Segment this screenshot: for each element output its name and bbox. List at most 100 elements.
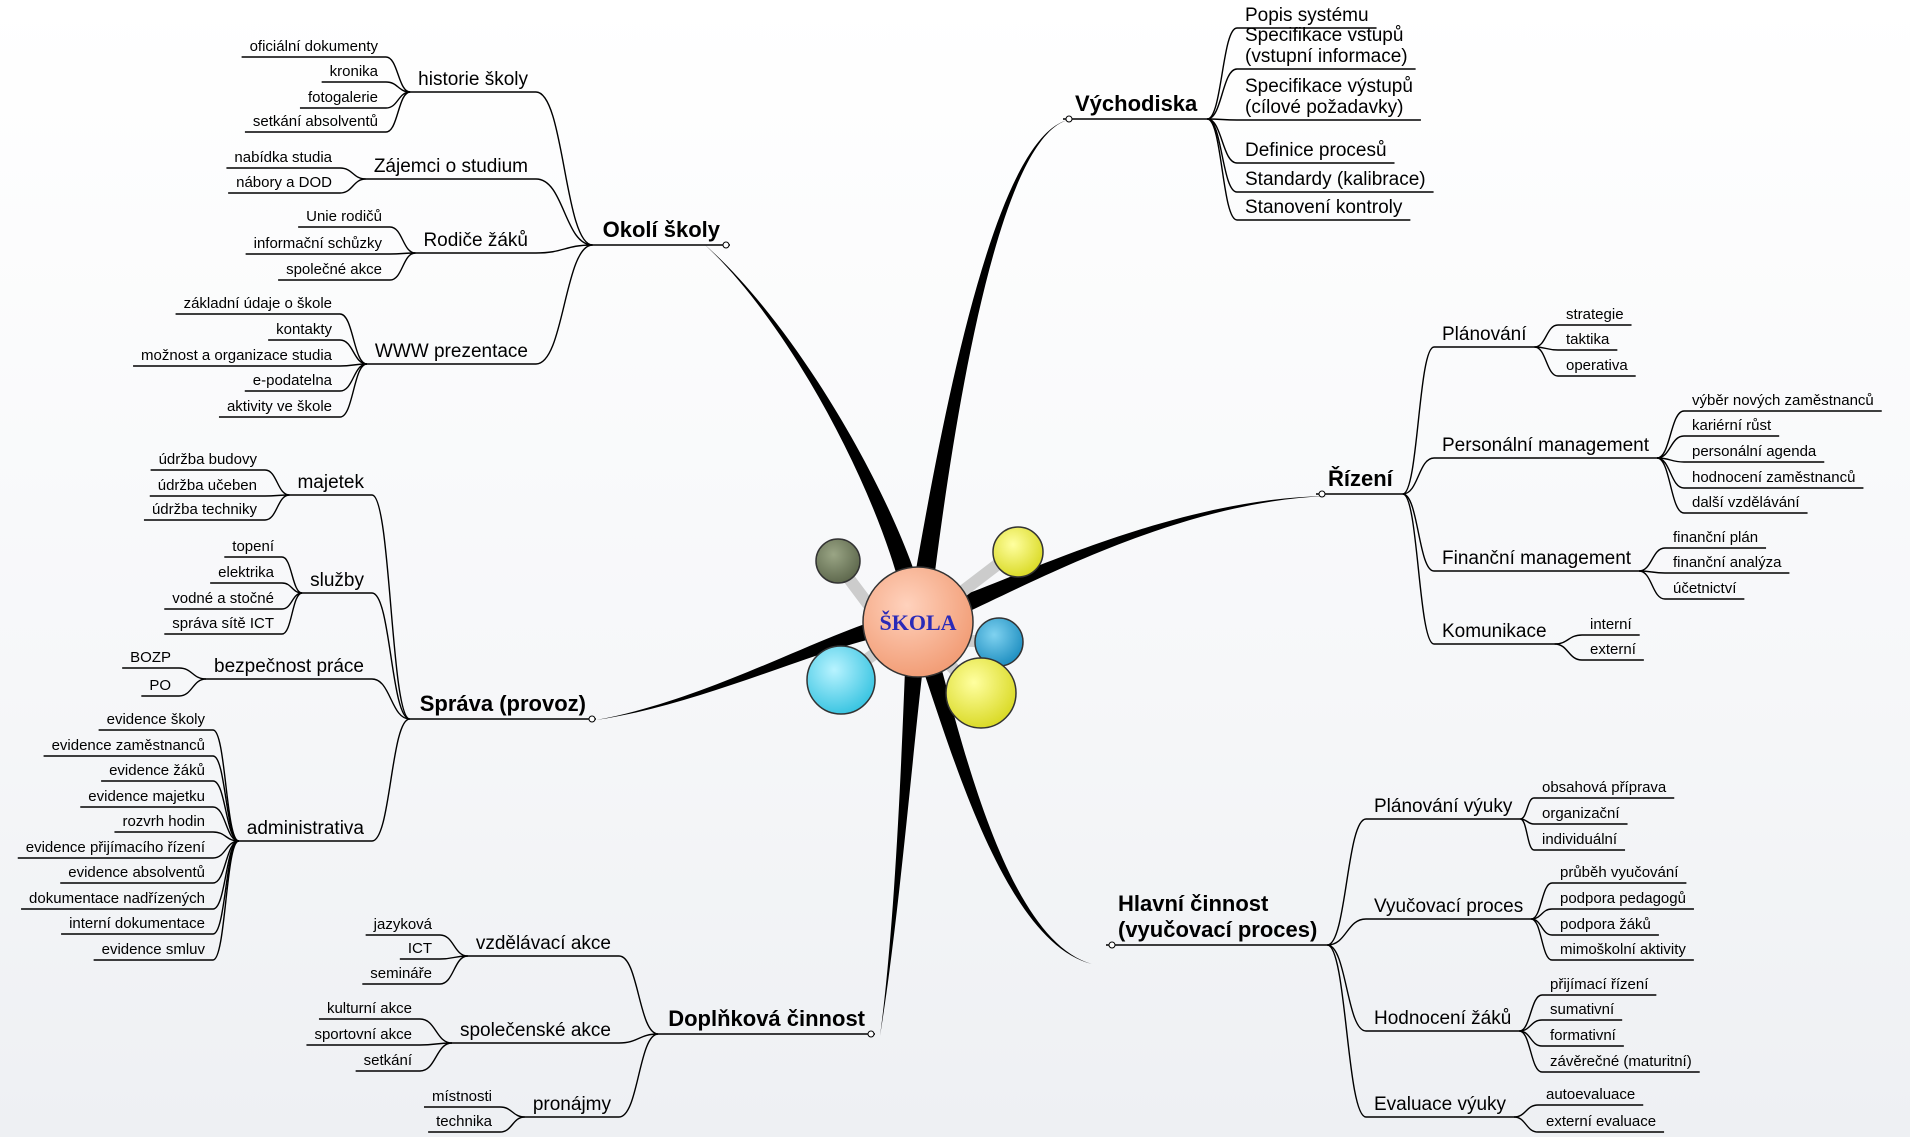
node-dot-sprava [588, 715, 596, 723]
leaf-vyber-novych-zamestnancu: výběr nových zaměstnanců [1692, 392, 1874, 409]
leaf-ucetnictvi: účetnictví [1673, 580, 1737, 597]
sub-connector-majetek [371, 494, 411, 720]
main-branch-vychodiska: Východiska [1075, 91, 1198, 116]
yellow-ball-top [992, 526, 1044, 578]
sub-branch-standardy-kalibrace: Standardy (kalibrace) [1245, 169, 1426, 190]
olive-ball [815, 538, 861, 584]
leaf-connector-oficialni-dokumenty [385, 56, 411, 93]
leaf-nabory-a-dod: nábory a DOD [236, 174, 332, 191]
sub-connector-hodnoceni-zaku [1327, 944, 1367, 1032]
leaf-sumativni: sumativní [1550, 1001, 1615, 1018]
leaf-connector-strategie [1534, 324, 1559, 348]
node-dot-hlavni [1108, 941, 1116, 949]
leaf-connector-sprava-site-ict [281, 592, 303, 635]
leaf-udrzba-uceben: údržba učeben [158, 477, 257, 494]
leaf-karierni-rust: kariérní růst [1692, 417, 1772, 434]
leaf-spolecne-akce: společné akce [286, 261, 382, 278]
leaf-connector-karierni-rust [1656, 435, 1685, 459]
node-dot-vychodiska [1065, 115, 1073, 123]
sub-connector-historie-skoly [535, 91, 593, 246]
leaf-unie-rodicu: Unie rodičů [306, 208, 382, 225]
node-dot-okoli [722, 241, 730, 249]
sub-branch-vstupni-informace: (vstupní informace) [1245, 46, 1408, 67]
sub-connector-pronajmy [618, 1033, 659, 1118]
sub-connector-zajemci-o-studium [535, 178, 593, 246]
leaf-interni-dokumentace: interní dokumentace [69, 915, 205, 932]
leaf-connector-nabory-a-dod [339, 178, 366, 194]
leaf-personalni-agenda: personální agenda [1692, 443, 1817, 460]
leaf-seminare: semináře [370, 965, 432, 982]
leaf-fotogalerie: fotogalerie [308, 89, 378, 106]
leaf-connector-mimoskolni-aktivity [1530, 918, 1553, 961]
center-node [862, 566, 974, 678]
leaf-connector-aktivity-ve-skole [339, 363, 368, 418]
leaf-evidence-prijimaciho-rizeni: evidence přijímacího řízení [26, 839, 206, 856]
leaf-connector-dalsi-vzdelavani [1656, 457, 1685, 514]
sub-connector-financni-management [1402, 493, 1435, 572]
leaf-connector-kontakty [339, 339, 368, 365]
sub-connector-popis-systemu [1206, 27, 1238, 120]
connector-vychodiska [907, 120, 1068, 626]
sub-connector-stanoveni-kontroly [1206, 118, 1238, 221]
leaf-connector-technika [499, 1116, 525, 1133]
leaf-formativni: formativní [1550, 1027, 1617, 1044]
sub-branch-rodice-zaku: Rodiče žáků [423, 230, 528, 251]
leaf-connector-udrzba-techniky [264, 494, 290, 521]
node-dot-rizeni [1318, 490, 1326, 498]
leaf-connector-individualni [1520, 818, 1535, 851]
leaf-topeni: topení [232, 538, 275, 555]
leaf-connector-kulturni-akce [419, 1018, 453, 1044]
cyan-ball [806, 645, 876, 715]
leaf-informacni-schuzky: informační schůzky [254, 235, 383, 252]
leaf-bozp: BOZP [130, 649, 171, 666]
leaf-connector-operativa [1534, 346, 1559, 377]
connector-rizeni [914, 496, 1328, 633]
leaf-mimoskolni-aktivity: mimoškolní aktivity [1560, 941, 1686, 958]
sub-branch-sluzby: služby [310, 570, 364, 591]
leaf-connector-unie-rodicu [389, 226, 416, 254]
leaf-setkani: setkání [364, 1052, 413, 1069]
sub-branch-majetek: majetek [297, 472, 364, 493]
leaf-connector-financni-plan [1638, 547, 1666, 572]
sub-branch-pronajmy: pronájmy [533, 1094, 612, 1115]
leaf-jazykova: jazyková [373, 916, 433, 933]
sub-branch-historie-skoly: historie školy [418, 69, 528, 90]
center-label: ŠKOLA [879, 610, 956, 635]
leaf-connector-fotogalerie [385, 91, 411, 109]
leaf-evidence-zaku: evidence žáků [109, 762, 205, 779]
leaf-connector-bozp [178, 667, 207, 680]
leaf-sportovni-akce: sportovní akce [314, 1026, 412, 1043]
leaf-connector-autoevaluace [1513, 1104, 1539, 1118]
connector-sprava [596, 611, 922, 720]
leaf-connector-e-podatelna [339, 363, 368, 392]
leaf-connector-spolecne-akce [389, 252, 416, 281]
leaf-operativa: operativa [1566, 357, 1628, 374]
leaf-connector-setkani [419, 1042, 453, 1072]
leaf-organizacni: organizační [1542, 805, 1620, 822]
leaf-connector-po [178, 678, 207, 697]
leaf-moznost-a-organizace-studia: možnost a organizace studia [141, 347, 333, 364]
leaf-connector-nabidka-studia [339, 167, 366, 180]
leaf-evidence-smluv: evidence smluv [102, 941, 206, 958]
sub-branch-popis-systemu: Popis systému [1245, 5, 1369, 26]
leaf-udrzba-techniky: údržba techniky [152, 501, 258, 518]
leaf-e-podatelna: e-podatelna [253, 372, 333, 389]
sub-branch-specifikace-vystupu: Specifikace výstupů [1245, 76, 1413, 97]
yellow-ball-bottom [945, 657, 1017, 729]
leaf-kronika: kronika [330, 63, 379, 80]
main-branch-rizeni: Řízení [1328, 466, 1394, 491]
leaf-podpora-pedagogu: podpora pedagogů [1560, 890, 1686, 907]
sub-branch-bezpecnost-prace: bezpečnost práce [214, 656, 364, 677]
leaf-prijimaci-rizeni: přijímací řízení [1550, 976, 1649, 993]
sub-connector-komunikace [1402, 493, 1435, 645]
main-branch-doplnkova: Doplňková činnost [668, 1006, 865, 1031]
sub-connector-bezpecnost-prace [371, 678, 410, 720]
sub-branch-zajemci-o-studium: Zájemci o studium [374, 156, 528, 177]
sub-connector-planovani [1402, 346, 1435, 495]
sub-connector-planovani-vyuky [1327, 818, 1367, 946]
sub-branch-specifikace-vstupu: Specifikace vstupů [1245, 25, 1403, 46]
leaf-connector-ucetnictvi [1638, 570, 1666, 600]
